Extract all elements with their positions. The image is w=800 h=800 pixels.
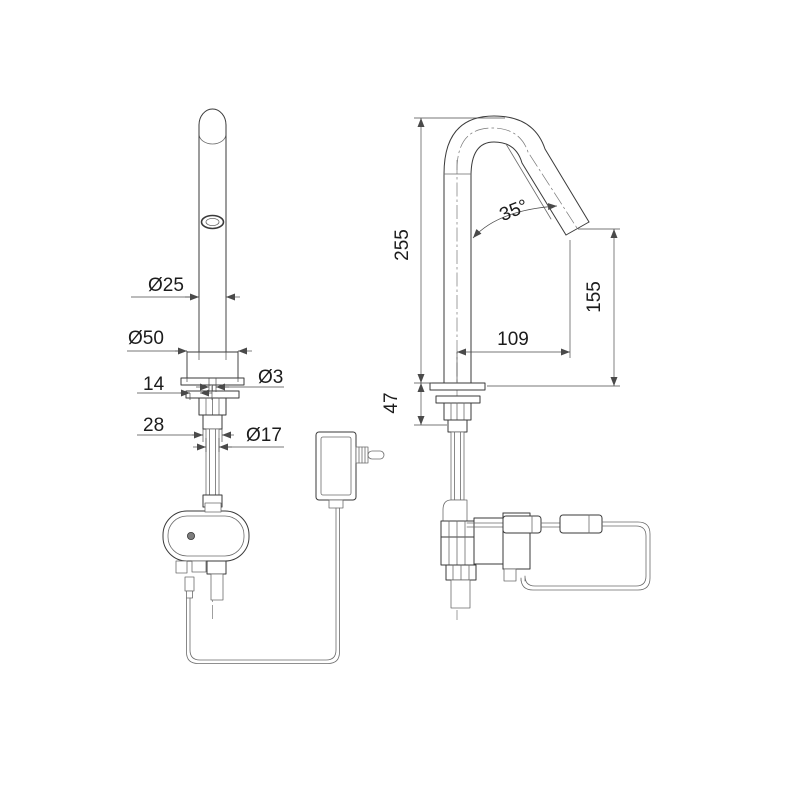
sensor-eye-icon xyxy=(200,214,225,230)
dimension-small-hole: Ø3 xyxy=(196,367,284,392)
control-box-led xyxy=(186,532,195,541)
power-cable-side xyxy=(520,521,651,591)
control-box xyxy=(162,502,250,601)
spout-body xyxy=(198,108,227,353)
dimension-spout-reach: 109 xyxy=(456,240,571,383)
dimension-deck-thickness: 14 xyxy=(137,374,213,400)
dimension-label-mount-depth: 47 xyxy=(381,392,402,413)
front-view-dimensions: Ø25 Ø50 14 Ø3 xyxy=(127,275,284,452)
power-cable xyxy=(189,507,337,661)
dimension-base-diameter: Ø50 xyxy=(127,328,252,382)
dimension-label-spout-reach: 109 xyxy=(497,329,529,350)
lock-nut-side xyxy=(443,402,472,433)
connector-pair xyxy=(466,514,603,534)
dimension-label-base-diameter: Ø50 xyxy=(128,328,164,349)
dimension-mount-depth: 47 xyxy=(381,383,447,426)
dimension-label-spout-diameter: Ø25 xyxy=(148,275,184,296)
front-view xyxy=(162,108,385,664)
dimension-label-spout-height: 155 xyxy=(584,281,605,313)
dimension-spout-height: 155 xyxy=(487,228,620,387)
power-cable-side-edge xyxy=(524,525,647,587)
base-flange xyxy=(186,351,239,379)
dimension-spout-diameter: Ø25 xyxy=(131,275,240,360)
dimension-label-total-height: 255 xyxy=(392,229,413,261)
dimension-label-shank-diameter: Ø17 xyxy=(246,425,282,446)
side-view xyxy=(429,115,651,620)
lock-nut xyxy=(198,397,227,430)
dimension-label-shank-length: 28 xyxy=(143,415,164,436)
power-cable-edge xyxy=(186,507,340,664)
dimension-shank-length: 28 xyxy=(137,415,234,442)
side-view-dimensions: 255 47 155 109 35° xyxy=(381,117,620,426)
dimension-total-height: 255 xyxy=(392,117,505,384)
dimension-shank-diameter: Ø17 xyxy=(193,425,284,452)
solenoid-valve xyxy=(440,512,531,609)
sensor-cable-connector xyxy=(184,576,195,599)
dimension-label-deck-thickness: 14 xyxy=(143,374,165,395)
power-adapter xyxy=(315,431,385,509)
side-centerline-spout xyxy=(456,127,578,229)
dimension-label-small-hole: Ø3 xyxy=(258,367,283,388)
